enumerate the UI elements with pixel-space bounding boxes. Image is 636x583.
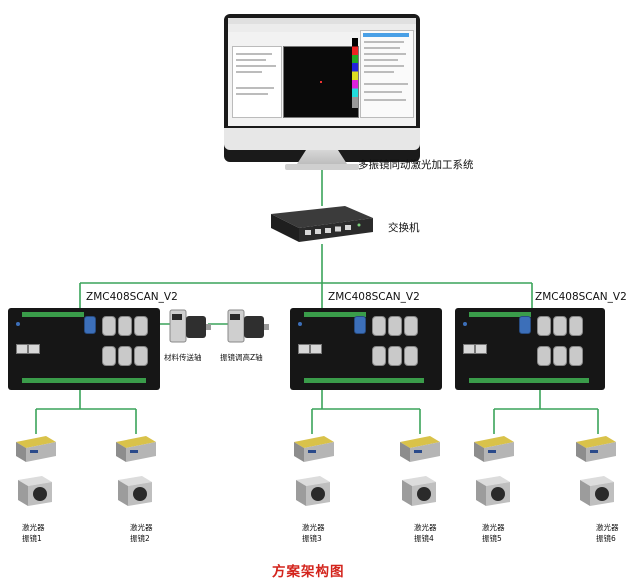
software-right-panel [360,30,414,118]
galvo-scanner-icon [296,476,330,506]
laser-source-icon [474,436,514,462]
system-label: 多振镜同动激光加工系统 [358,159,474,171]
galvo-scanner-icon [118,476,152,506]
controller-1-icon [8,308,160,390]
software-toolbar [228,24,416,32]
network-switch-icon [271,206,373,242]
galvo-scanner-icon [476,476,510,506]
software-menubar [228,18,416,24]
laser-source-icon [400,436,440,462]
laser-source-icon [576,436,616,462]
servo-motor-icon [169,309,211,343]
laser-1-label: 激光器振镜1 [22,523,45,543]
laser-2-label: 激光器振镜2 [130,523,153,543]
motor-1-label: 材料传送轴 [164,353,202,362]
controller-1-name: ZMC408SCAN_V2 [86,291,178,303]
controller-2-name: ZMC408SCAN_V2 [328,291,420,303]
laser-4-label: 激光器振镜4 [414,523,437,543]
galvo-scanner-icon [402,476,436,506]
controller-3-name: ZMC408SCAN_V2 [535,291,627,303]
laser-source-icon [16,436,56,462]
software-left-panel [232,46,282,118]
galvo-scanner-icon [580,476,614,506]
color-layer-strip [352,38,358,108]
diagram-title: 方案架构图 [272,564,345,580]
software-canvas [283,46,359,118]
laser-3-label: 激光器振镜3 [302,523,325,543]
controller-2-icon [290,308,442,390]
controller-3-icon [455,308,605,390]
motor-2-label: 振镜调高Z轴 [220,353,263,362]
galvo-scanner-icon [18,476,52,506]
monitor-stand [297,150,347,164]
laser-source-icon [116,436,156,462]
laser-6-label: 激光器振镜6 [596,523,619,543]
switch-label: 交换机 [388,222,420,234]
monitor-base [285,164,359,170]
servo-motor-icon [227,309,269,343]
laser-5-label: 激光器振镜5 [482,523,505,543]
monitor-chin [224,128,420,150]
laser-source-icon [294,436,334,462]
